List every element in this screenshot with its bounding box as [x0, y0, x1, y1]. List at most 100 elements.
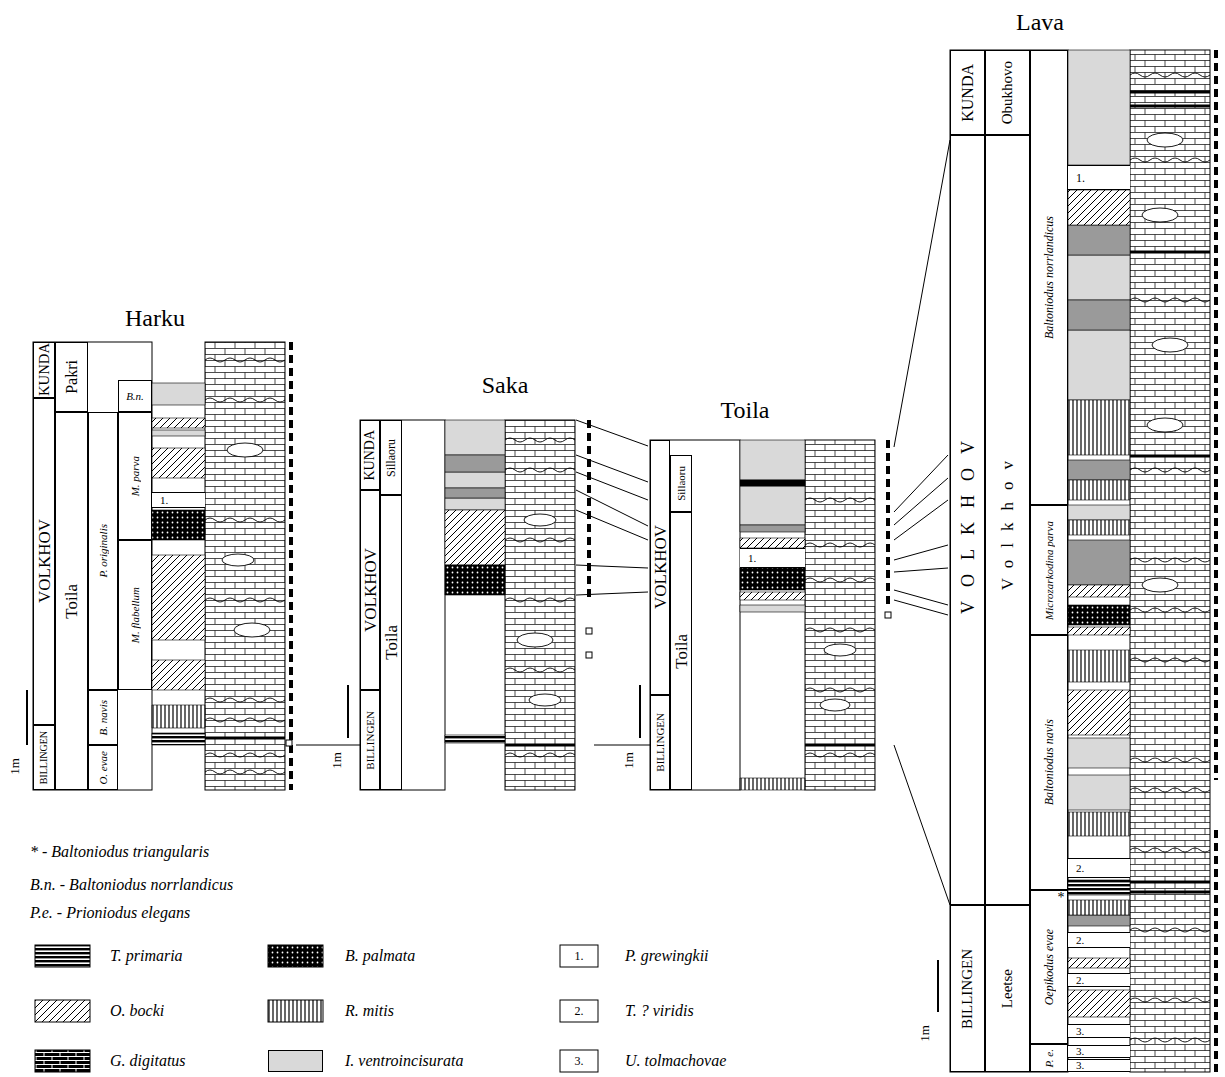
correlation-line — [894, 455, 948, 512]
unit-name: VOLKHOV — [652, 525, 669, 609]
biozone-box: B. navis — [88, 690, 118, 745]
nodule — [1147, 133, 1183, 147]
scale-bar — [639, 685, 641, 738]
strat-unit-box: Leetse — [985, 905, 1030, 1072]
unit-name: VOLKHOV — [36, 519, 53, 603]
unit-name: 1. — [160, 495, 168, 506]
unit-name: Microzarkodina parva — [1044, 521, 1055, 620]
strat-unit-box: KUNDA — [950, 50, 985, 135]
biozone-box: Oepikodus evae — [1030, 890, 1068, 1044]
scale-label: 1m — [918, 1025, 931, 1042]
correlation-lines — [296, 140, 950, 905]
nodule — [820, 699, 850, 711]
biozone-band: 2. — [1068, 973, 1130, 987]
correlation-line — [576, 490, 648, 526]
lithology-logs — [205, 50, 1210, 1072]
biozone-band: 3. — [1068, 1024, 1130, 1038]
legend-swatch — [560, 1000, 598, 1022]
unit-name: Baltoniodus norrlandicus — [1043, 216, 1055, 339]
lithology-log — [205, 342, 285, 790]
correlation-line — [894, 600, 948, 615]
correlation-line — [894, 140, 950, 447]
strat-unit-box: KUNDA — [360, 420, 380, 490]
legend-swatch — [35, 1000, 90, 1022]
strat-unit-box: BILLINGEN — [950, 905, 985, 1072]
correlation-line — [894, 545, 948, 560]
strat-unit-box: VOLKHOV — [650, 440, 670, 695]
correlation-line — [576, 455, 648, 482]
scale-bar — [347, 685, 349, 738]
unit-name: Volkhov — [999, 449, 1016, 590]
lithology-log — [805, 440, 875, 790]
section-title: Harku — [125, 306, 185, 330]
legend-text: T. primaria — [110, 948, 183, 964]
nodule — [524, 514, 556, 526]
nodule — [824, 644, 856, 656]
unit-name: M. flabellum — [130, 587, 141, 643]
unit-name: Toila — [63, 584, 80, 619]
biozone-box: Microzarkodina parva — [1030, 505, 1068, 635]
correlation-line — [894, 745, 950, 905]
legend-text: G. digitatus — [110, 1053, 186, 1069]
column-frame — [950, 50, 1068, 1072]
nodule — [222, 554, 254, 566]
scale-bars — [27, 685, 938, 1012]
sample-square — [586, 628, 592, 634]
marker-symbol: * — [1058, 891, 1065, 905]
biozone-box: P. originalis — [88, 412, 118, 690]
correlation-line — [894, 568, 948, 572]
strat-unit-box: BILLINGEN — [33, 725, 55, 790]
legend-text: T. ? viridis — [625, 1003, 694, 1019]
correlation-line — [576, 565, 648, 568]
sample-bar — [1214, 50, 1218, 1072]
unit-name: Oepikodus evae — [1043, 929, 1055, 1005]
biozone-box: B.n. — [118, 380, 152, 412]
legend-text: B. palmata — [345, 948, 415, 964]
biozone-box: Baltoniodus norrlandicus — [1030, 50, 1068, 505]
unit-name: Toila — [383, 625, 400, 660]
column-frame — [33, 342, 152, 790]
unit-name: Leetse — [1000, 969, 1015, 1008]
biozone-box: P. e. — [1030, 1044, 1068, 1072]
strat-unit-box: Toila — [380, 495, 402, 790]
correlation-line — [894, 500, 948, 540]
sample-bar — [886, 440, 890, 605]
correlation-line — [894, 478, 948, 525]
abbreviation-note: * - Baltoniodus triangularis — [30, 844, 209, 860]
biozone-band: 2. — [1068, 932, 1130, 948]
biozone-box: Baltoniodus navis — [1030, 635, 1068, 890]
strat-unit-box: Toila — [670, 512, 692, 790]
unit-name: VOLKHOV — [362, 548, 379, 632]
column-frame — [360, 420, 445, 790]
biozone-band: 2. — [1068, 858, 1130, 878]
column-frame — [650, 440, 740, 790]
unit-name: P. e. — [1044, 1049, 1055, 1067]
strat-unit-box: Pakri — [55, 342, 88, 412]
unit-name: Sillaoru — [385, 439, 397, 477]
unit-name: B. navis — [98, 700, 109, 735]
sample-square — [885, 612, 891, 618]
unit-name: 2. — [1076, 863, 1084, 874]
strat-unit-box: VOLKHOV — [33, 398, 55, 725]
sample-bars — [291, 50, 1216, 1072]
legend-swatches — [35, 945, 598, 1072]
unit-name: P. originalis — [98, 524, 109, 578]
unit-name: B.n. — [126, 391, 144, 402]
biozone-band: 3. — [1068, 1059, 1130, 1072]
abbreviation-note: B.n. - Baltoniodus norrlandicus — [30, 877, 233, 893]
legend-swatch — [268, 1050, 323, 1072]
unit-name: KUNDA — [37, 343, 52, 396]
strat-unit-box: Toila — [55, 412, 88, 790]
strat-unit-box: Sillaoru — [670, 455, 692, 512]
unit-name: Baltoniodus navis — [1043, 719, 1055, 805]
scale-label: 1m — [330, 752, 343, 769]
unit-name: 3. — [1076, 1060, 1084, 1071]
unit-name: 1. — [748, 553, 756, 564]
unit-name: 3. — [1076, 1026, 1084, 1037]
strat-unit-box: KUNDA — [33, 342, 55, 398]
nodule — [227, 443, 263, 457]
unit-name: Pakri — [64, 360, 80, 394]
legend-swatch — [560, 1050, 598, 1072]
scale-label: 1m — [622, 752, 635, 769]
strat-unit-box: Volkhov — [985, 135, 1030, 905]
